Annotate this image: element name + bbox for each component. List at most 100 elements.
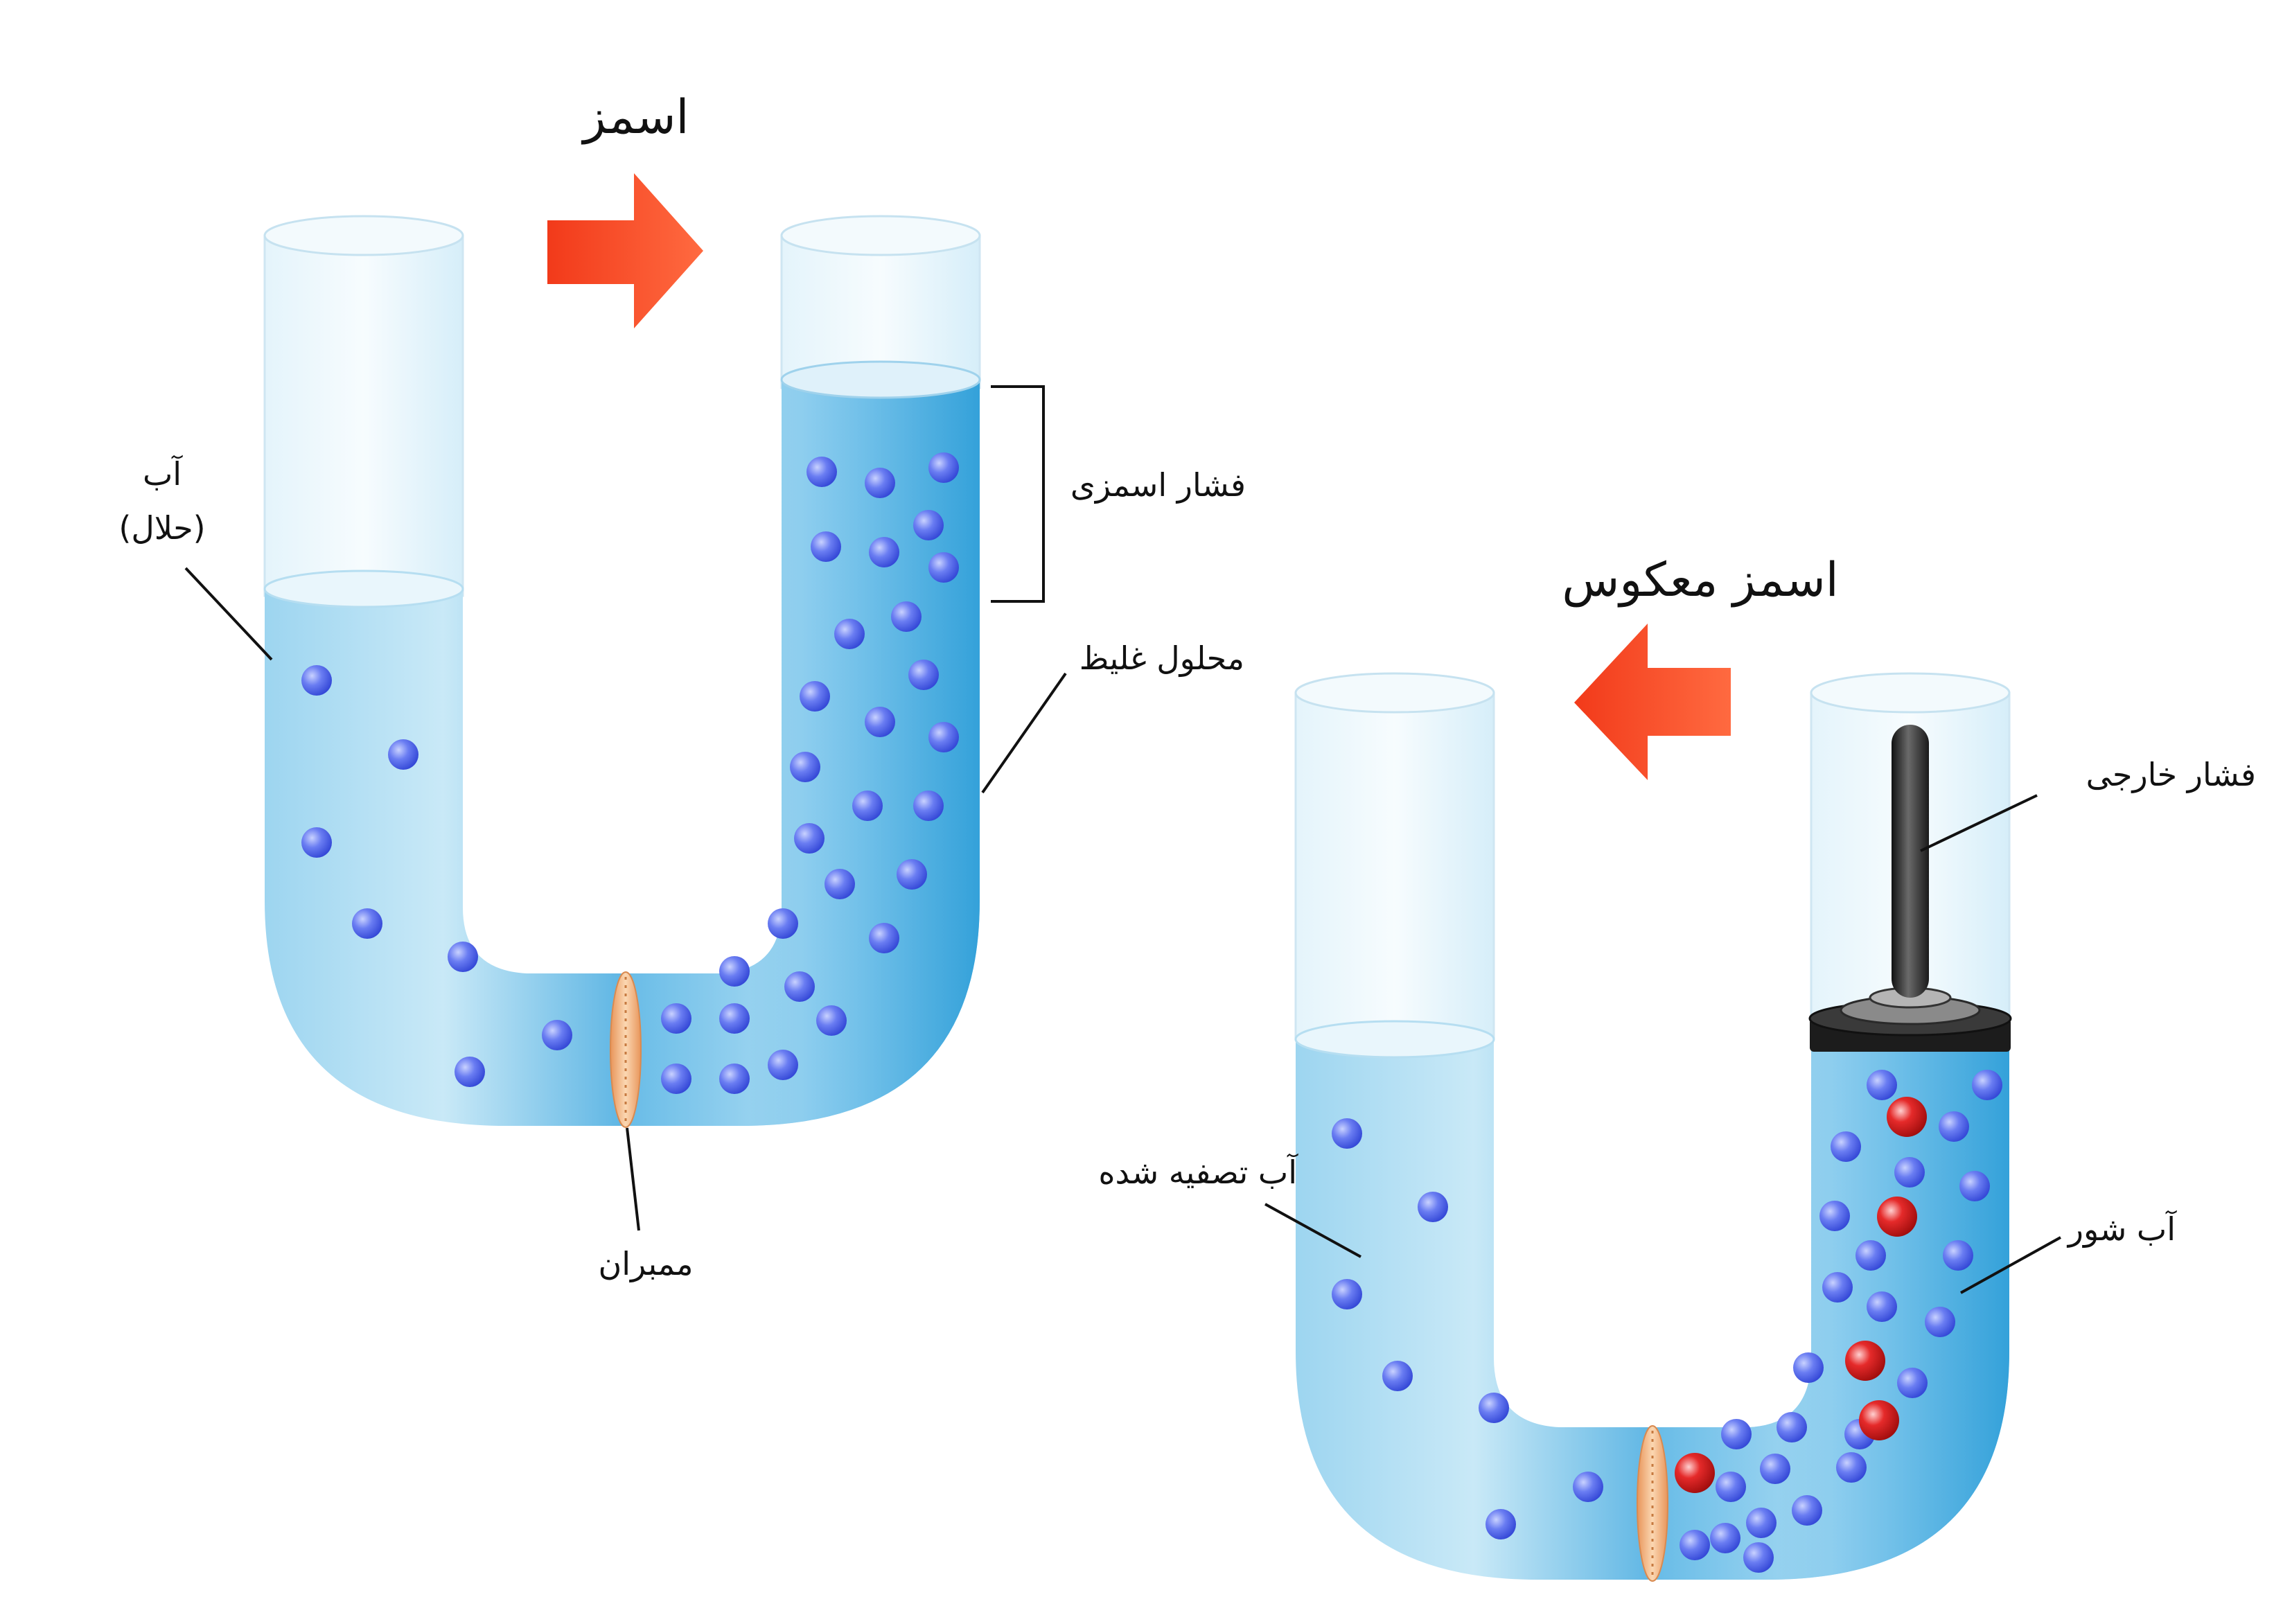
right-water-surface <box>780 360 981 399</box>
concentrated-leader-line <box>981 672 1067 794</box>
salt-particle <box>1859 1400 1899 1440</box>
osmotic-pressure-label: فشار اسمزی <box>1070 466 1246 504</box>
particle <box>1418 1192 1448 1222</box>
osmotic-pressure-bracket <box>991 385 1045 603</box>
particle <box>542 1020 572 1050</box>
particle <box>1721 1419 1752 1449</box>
purified-water-leader-line <box>1264 1203 1361 1258</box>
concentrated-solution-label: محلول غلیظ <box>1079 639 1244 678</box>
particle <box>661 1063 691 1094</box>
particle <box>928 722 959 752</box>
particle <box>811 531 841 562</box>
particle <box>865 468 895 498</box>
salt-particle <box>1887 1097 1927 1137</box>
particle <box>928 552 959 583</box>
external-pressure-label: فشار خارجی <box>2086 756 2256 793</box>
particle <box>816 1005 847 1036</box>
particle <box>1793 1352 1824 1383</box>
particle <box>928 452 959 483</box>
piston <box>1808 725 2012 1052</box>
particle <box>388 739 418 770</box>
particle <box>1743 1542 1774 1573</box>
particle <box>661 1003 691 1034</box>
particle <box>768 908 798 939</box>
particle <box>1867 1070 1897 1100</box>
ro-left-tube-glass <box>1294 691 1495 1041</box>
osmosis-apparatus <box>263 215 1045 1128</box>
particle <box>719 956 750 987</box>
right-tube-rim <box>780 215 981 256</box>
particle <box>1943 1240 1973 1271</box>
salt-water-leader-line <box>1960 1236 2061 1294</box>
particle <box>852 791 883 821</box>
ro-right-tube-rim <box>1810 672 2011 714</box>
particle <box>352 908 382 939</box>
particle <box>1972 1070 2002 1100</box>
particle <box>908 660 939 690</box>
ro-membrane <box>1637 1425 1668 1582</box>
particle <box>794 823 825 854</box>
membrane-label: ممبران <box>598 1245 693 1283</box>
osmosis-title: اسمز <box>581 90 689 145</box>
particle <box>1746 1508 1777 1538</box>
osmosis-arrow-icon <box>547 173 703 328</box>
particle <box>825 869 855 899</box>
salt-particle <box>1845 1341 1885 1381</box>
water-leader-line <box>184 567 273 661</box>
water-label-line2: (حلال) <box>118 509 205 547</box>
external-pressure-leader-line <box>1920 794 2038 852</box>
particle <box>913 510 944 540</box>
water-label-line1: آب <box>143 455 183 493</box>
particle <box>301 827 332 858</box>
left-tube-rim <box>263 215 464 256</box>
water-particles <box>301 452 959 1094</box>
particle <box>1716 1472 1746 1502</box>
particle <box>719 1063 750 1094</box>
particle <box>1332 1279 1362 1309</box>
particle <box>1831 1131 1861 1162</box>
particle <box>448 942 478 972</box>
particle <box>1894 1157 1925 1188</box>
particle <box>1777 1412 1807 1442</box>
particle <box>1925 1307 1955 1337</box>
particle <box>1479 1393 1509 1423</box>
particle <box>1855 1240 1886 1271</box>
membrane-leader-line <box>626 1127 640 1231</box>
particle <box>800 681 830 712</box>
particle <box>768 1050 798 1080</box>
left-water-surface <box>263 570 464 608</box>
particle <box>1822 1272 1853 1303</box>
particle <box>1836 1452 1867 1483</box>
particle <box>1573 1472 1603 1502</box>
reverse-osmosis-apparatus <box>1294 672 2012 1582</box>
particle <box>891 601 922 632</box>
left-tube-glass <box>263 234 464 597</box>
salt-particle <box>1877 1197 1917 1237</box>
particle <box>1939 1111 1969 1142</box>
particle <box>1382 1361 1413 1391</box>
particle <box>1867 1291 1897 1322</box>
particle <box>1710 1523 1740 1553</box>
particle <box>1897 1368 1928 1398</box>
particle <box>1486 1509 1516 1539</box>
particle <box>1819 1201 1850 1231</box>
ro-water-particles <box>1332 1070 2002 1573</box>
ro-left-tube-rim <box>1294 672 1495 714</box>
particle <box>784 971 815 1002</box>
particle <box>790 752 820 782</box>
particle <box>834 619 865 649</box>
particle <box>1760 1454 1790 1484</box>
piston-rod <box>1892 725 1929 998</box>
particle <box>1959 1171 1990 1201</box>
particle <box>897 859 927 890</box>
salt-particles <box>1675 1097 1927 1493</box>
salt-water-label: آب شور <box>2067 1210 2177 1248</box>
ro-left-water-surface <box>1294 1020 1495 1059</box>
particle <box>869 923 899 953</box>
particle <box>913 791 944 821</box>
particle <box>1680 1530 1710 1560</box>
purified-water-label: آب تصفیه شده <box>1098 1154 1298 1191</box>
particle <box>1792 1495 1822 1526</box>
